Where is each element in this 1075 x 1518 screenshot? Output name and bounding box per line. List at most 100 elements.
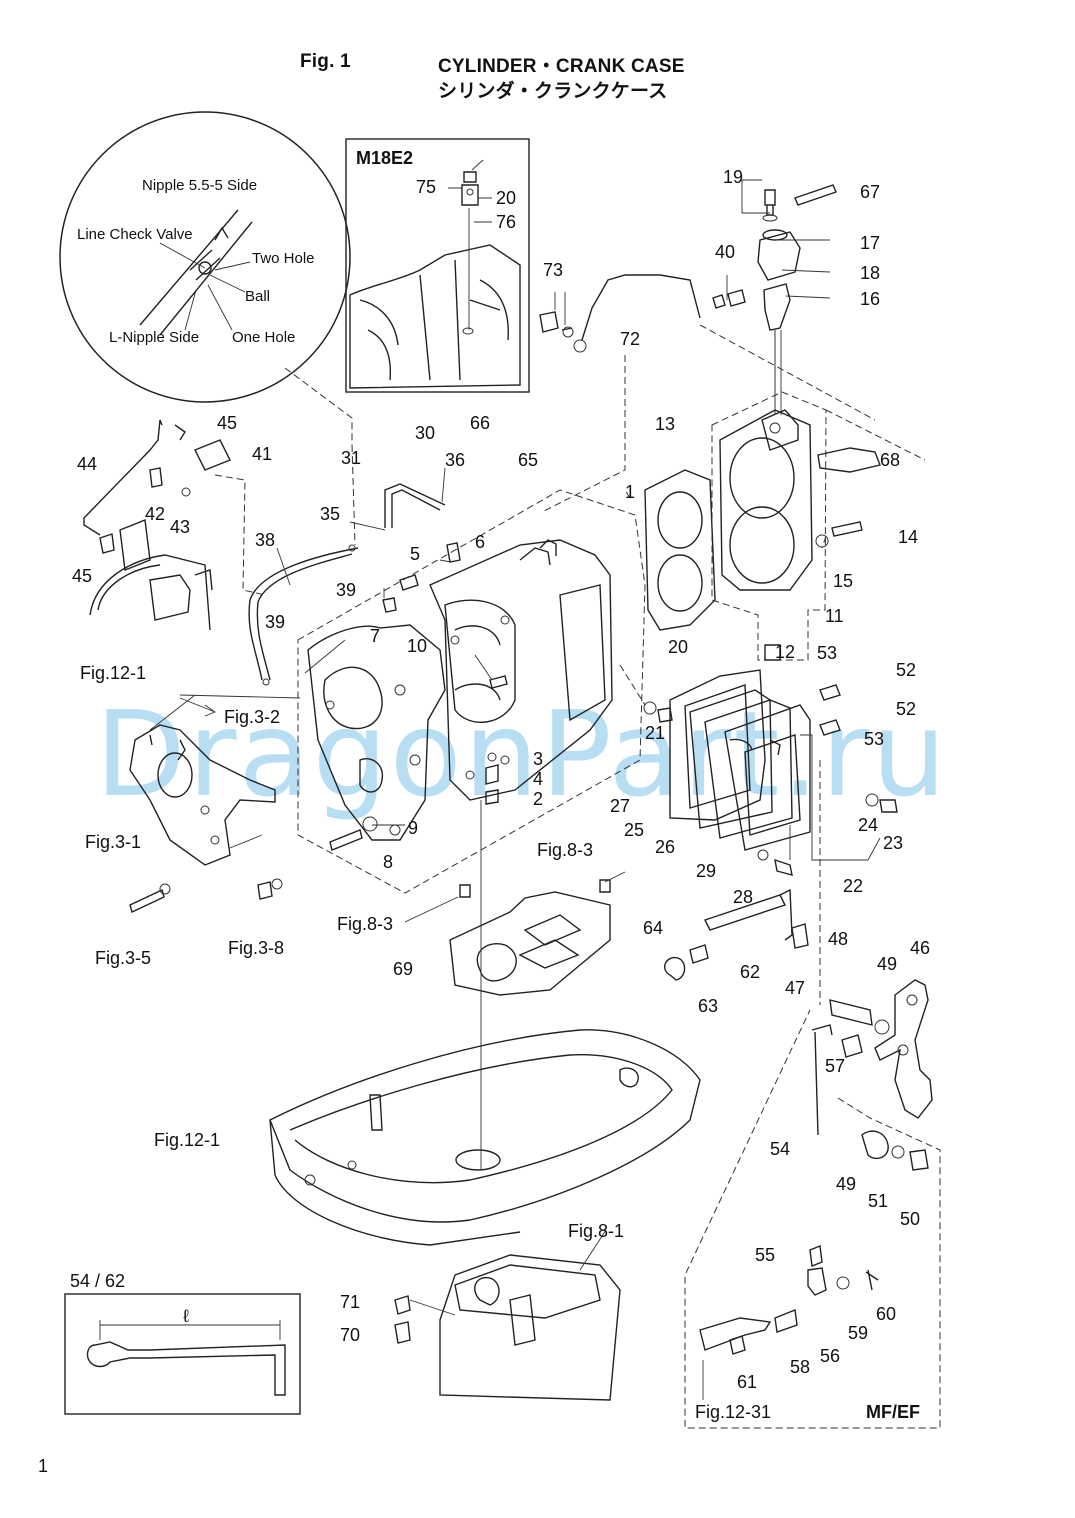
callout-39-lower: 39 bbox=[265, 612, 285, 632]
mfef-linkage: MF/EF Fig.12-31 bbox=[695, 1245, 920, 1422]
callout-18: 18 bbox=[860, 263, 880, 283]
callout-16: 16 bbox=[860, 289, 880, 309]
callout-70: 70 bbox=[340, 1325, 360, 1345]
rod-inset-title: 54 / 62 bbox=[70, 1271, 125, 1291]
ref-fig8-1: Fig.8-1 bbox=[568, 1221, 624, 1241]
line-check-valve-label: Line Check Valve bbox=[77, 226, 193, 243]
callout-62: 62 bbox=[740, 962, 760, 982]
callout-22: 22 bbox=[843, 876, 863, 896]
callout-8: 8 bbox=[383, 852, 393, 872]
callout-28: 28 bbox=[733, 887, 753, 907]
callout-2: 2 bbox=[533, 789, 543, 809]
callout-68: 68 bbox=[880, 450, 900, 470]
exhaust-plate-gasket bbox=[404, 871, 626, 996]
callout-35: 35 bbox=[320, 504, 340, 524]
fig3-2-arrow bbox=[179, 697, 216, 717]
m18e2-title: M18E2 bbox=[356, 148, 413, 168]
callout-13: 13 bbox=[655, 414, 675, 434]
spark-plug-and-bolts bbox=[815, 447, 881, 548]
page-number: 1 bbox=[38, 1456, 49, 1476]
watermark-text: DragonPart.ru bbox=[95, 685, 948, 823]
callout-25: 25 bbox=[624, 820, 644, 840]
figure-number: Fig. 1 bbox=[300, 51, 351, 72]
callout-11: 11 bbox=[825, 606, 844, 626]
callout-48: 48 bbox=[828, 929, 848, 949]
rod-dimension-label: ℓ bbox=[183, 1306, 189, 1326]
callout-49-lower: 49 bbox=[836, 1174, 856, 1194]
one-hole-label: One Hole bbox=[232, 329, 295, 346]
exhaust-cover-group bbox=[619, 664, 898, 1005]
callout-55: 55 bbox=[755, 1245, 775, 1265]
callout-72: 72 bbox=[620, 329, 640, 349]
m18e2-inset: M18E2 bbox=[345, 138, 530, 393]
callout-64: 64 bbox=[643, 918, 663, 938]
figure-references: Fig.12-1 Fig.3-2 Fig.3-1 Fig.3-5 Fig.3-8… bbox=[80, 663, 624, 1241]
callout-53-lower: 53 bbox=[864, 729, 884, 749]
callout-23: 23 bbox=[883, 833, 903, 853]
callout-61: 61 bbox=[737, 1372, 757, 1392]
callout-26: 26 bbox=[655, 837, 675, 857]
callout-17: 17 bbox=[860, 233, 880, 253]
callout-66: 66 bbox=[470, 413, 490, 433]
head-gasket bbox=[644, 469, 716, 631]
figure-title: CYLINDER・CRANK CASE bbox=[438, 56, 685, 77]
mounting-bracket-group bbox=[664, 888, 941, 1429]
callout-45-lower: 45 bbox=[72, 566, 92, 586]
callout-49-upper: 49 bbox=[877, 954, 897, 974]
ref-fig8-3-right: Fig.8-3 bbox=[537, 840, 593, 860]
callout-1: 1 bbox=[625, 482, 635, 502]
callout-7: 7 bbox=[370, 626, 380, 646]
ref-fig8-3-left: Fig.8-3 bbox=[337, 914, 393, 934]
callout-73: 73 bbox=[543, 260, 563, 280]
callout-15: 15 bbox=[833, 571, 853, 591]
callout-10: 10 bbox=[407, 636, 427, 656]
callout-14: 14 bbox=[898, 527, 918, 547]
callout-65: 65 bbox=[518, 450, 538, 470]
check-valve-detail-inset: Nipple 5.5-5 Side Line Check Valve Two H… bbox=[59, 111, 353, 445]
callout-56: 56 bbox=[820, 1346, 840, 1366]
callout-9: 9 bbox=[408, 818, 418, 838]
ref-fig12-1-top: Fig.12-1 bbox=[80, 663, 146, 683]
callout-50: 50 bbox=[900, 1209, 920, 1229]
callout-51: 51 bbox=[868, 1191, 888, 1211]
lower-cowling bbox=[269, 1029, 701, 1246]
callout-20-m18e2: 20 bbox=[496, 188, 516, 208]
ref-fig3-8: Fig.3-8 bbox=[228, 938, 284, 958]
callout-45-upper: 45 bbox=[217, 413, 237, 433]
callout-60: 60 bbox=[876, 1304, 896, 1324]
ball-label: Ball bbox=[245, 288, 270, 305]
callout-42: 42 bbox=[145, 504, 165, 524]
callout-30: 30 bbox=[415, 423, 435, 443]
callout-36: 36 bbox=[445, 450, 465, 470]
ref-fig12-1-mid: Fig.12-1 bbox=[154, 1130, 220, 1150]
callout-58: 58 bbox=[790, 1357, 810, 1377]
ref-fig3-1: Fig.3-1 bbox=[85, 832, 141, 852]
center-axis bbox=[480, 330, 776, 1170]
callout-19: 19 bbox=[723, 167, 743, 187]
callout-6: 6 bbox=[475, 532, 485, 552]
hose-and-bolts bbox=[539, 274, 876, 513]
callout-20: 20 bbox=[668, 637, 688, 657]
callout-labels: 1 2 3 4 5 6 7 8 9 10 11 12 13 14 15 16 1… bbox=[72, 167, 930, 1392]
callout-75-m18e2: 75 bbox=[416, 177, 436, 197]
callout-59: 59 bbox=[848, 1323, 868, 1343]
upper-casing bbox=[394, 1229, 621, 1401]
callout-67: 67 bbox=[860, 182, 880, 202]
breather-parts bbox=[83, 419, 266, 596]
nipple-side-label: Nipple 5.5-5 Side bbox=[142, 177, 257, 194]
callout-3: 3 bbox=[533, 749, 543, 769]
callout-53-upper: 53 bbox=[817, 643, 837, 663]
callout-29: 29 bbox=[696, 861, 716, 881]
callout-69: 69 bbox=[393, 959, 413, 979]
callout-76-m18e2: 76 bbox=[496, 212, 516, 232]
oil-hoses bbox=[248, 444, 446, 686]
callout-21: 21 bbox=[645, 723, 665, 743]
callout-47: 47 bbox=[785, 978, 805, 998]
callout-40: 40 bbox=[715, 242, 735, 262]
mfef-title: MF/EF bbox=[866, 1402, 920, 1422]
callout-44: 44 bbox=[77, 454, 97, 474]
callout-31: 31 bbox=[341, 448, 361, 468]
callout-41: 41 bbox=[252, 444, 272, 464]
small-fasteners bbox=[329, 542, 508, 851]
